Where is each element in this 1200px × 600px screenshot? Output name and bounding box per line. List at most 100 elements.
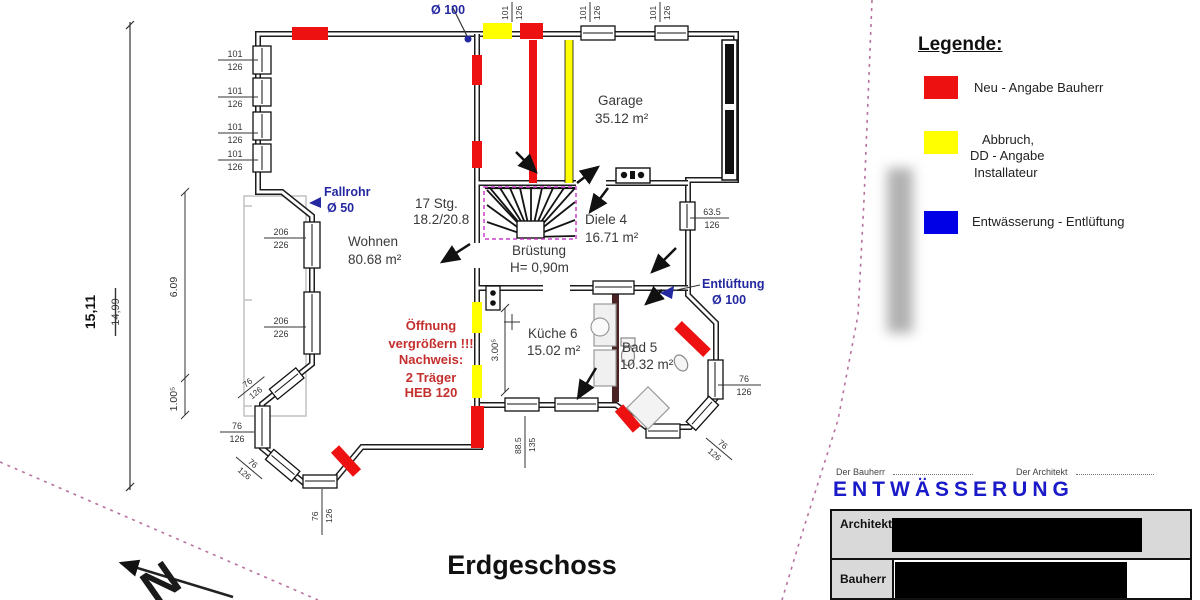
svg-text:Brüstung: Brüstung (512, 243, 566, 258)
stairs (483, 186, 577, 240)
meter-box-icon (615, 167, 651, 184)
legend-swatch-red (924, 76, 958, 99)
svg-text:126: 126 (514, 6, 524, 20)
dim-1-00: 1.00⁵ (168, 387, 180, 412)
signature-line (1075, 466, 1154, 475)
svg-text:76: 76 (241, 376, 255, 390)
window (580, 25, 616, 41)
svg-text:76: 76 (739, 374, 749, 384)
dim-window-101-126-top: 101 126 (578, 2, 602, 22)
window (252, 111, 272, 141)
window (254, 405, 271, 449)
window (707, 359, 724, 400)
garage-door-icon (721, 39, 738, 181)
demolition-wall-edges (564, 40, 574, 183)
svg-text:126: 126 (592, 6, 602, 20)
dimension-chain-terrace (180, 187, 190, 420)
toilet-icon (620, 337, 636, 367)
dim-window-76-126-diagonal: 76 126 (705, 437, 733, 463)
svg-text:126: 126 (229, 434, 244, 444)
title-block: Architekt Bauherr (830, 509, 1192, 600)
room-label-bad: Bad 5 10.32 m² (620, 340, 674, 372)
title-block-row-architekt: Architekt (832, 511, 1190, 560)
legend-swatch-yellow (924, 131, 958, 154)
scan-smudge (887, 168, 913, 333)
svg-text:206: 206 (273, 227, 288, 237)
svg-text:63.5: 63.5 (703, 207, 721, 217)
legend-swatch-blue (924, 211, 958, 234)
window (645, 423, 681, 439)
svg-text:101: 101 (500, 6, 510, 20)
dim-total-old-struck: 14,99 (110, 288, 122, 336)
svg-text:18.2/20.8: 18.2/20.8 (413, 212, 469, 227)
svg-text:126: 126 (227, 99, 242, 109)
svg-text:101: 101 (648, 6, 658, 20)
room-label-wohnen: Wohnen 80.68 m² (348, 234, 402, 267)
window (679, 201, 696, 231)
signature-line (893, 466, 974, 475)
window (303, 291, 321, 355)
svg-text:101: 101 (227, 122, 242, 132)
dim-window-63-126: 63.5 126 (690, 207, 729, 230)
svg-text:Fallrohr: Fallrohr (324, 185, 371, 199)
dim-6-09: 6.09 (168, 277, 180, 298)
svg-text:76: 76 (716, 437, 730, 451)
svg-text:101: 101 (227, 86, 242, 96)
svg-text:126: 126 (704, 220, 719, 230)
legend-label-red: Neu - Angabe Bauherr (974, 80, 1104, 95)
window (685, 395, 720, 432)
dimension-chain-total (125, 20, 135, 492)
north-letter: N (132, 552, 191, 600)
property-boundary-lines (0, 0, 873, 600)
legend: Legende: Neu - Angabe Bauherr Abbruch, D… (918, 34, 1178, 234)
legend-label-blue: Entwässerung - Entlüftung (972, 214, 1125, 229)
svg-text:1.00⁵: 1.00⁵ (168, 387, 180, 412)
vent-top-annotation: Ø 100 (431, 3, 472, 43)
svg-text:Ø 100: Ø 100 (712, 293, 746, 307)
window (592, 280, 635, 295)
entlueftung-arrow-icon (660, 286, 674, 299)
svg-text:Wohnen: Wohnen (348, 234, 398, 249)
dim-window-76-126-diagonal: 76 126 (235, 456, 263, 482)
svg-text:H= 0,90m: H= 0,90m (510, 260, 569, 275)
dim-window-101-126: 101 126 (218, 149, 258, 172)
signature-architekt: Der Architekt (1016, 466, 1154, 477)
north-arrow: N (118, 552, 234, 600)
fallrohr-annotation: Fallrohr Ø 50 (309, 185, 371, 215)
opening-note-red: Öffnung vergrößern !!! Nachweis: 2 Träge… (388, 318, 473, 400)
svg-text:126: 126 (227, 162, 242, 172)
legend-label-yellow-1: Abbruch, (982, 132, 1035, 147)
new-walls-red (292, 23, 543, 448)
window (504, 397, 540, 412)
svg-text:80.68 m²: 80.68 m² (348, 252, 402, 267)
svg-text:Öffnung: Öffnung (406, 318, 457, 333)
svg-text:126: 126 (324, 509, 334, 523)
svg-text:135: 135 (527, 438, 537, 452)
svg-text:2 Träger: 2 Träger (406, 370, 457, 385)
room-label-garage: Garage 35.12 m² (595, 93, 649, 126)
svg-text:Ø 100: Ø 100 (431, 3, 465, 17)
window (654, 25, 689, 41)
svg-text:Bad 5: Bad 5 (622, 340, 657, 355)
floor-title: Erdgeschoss (447, 550, 617, 580)
new-walls-red-diagonals (330, 321, 711, 477)
drawing-heading: ENTWÄSSERUNG (833, 478, 1074, 501)
window (268, 366, 305, 401)
dim-kitchen-3-00-label: 3.00⁵ (490, 339, 501, 361)
vent-point-icon (464, 35, 472, 43)
dim-window-101-126: 101 126 (218, 86, 258, 109)
svg-text:76: 76 (232, 421, 242, 431)
dim-window-101-126-top: 101 126 (500, 2, 524, 22)
kitchen-counter (590, 303, 617, 387)
dim-window-76-126: 76 126 (220, 421, 254, 444)
kitchen-stove-icon (485, 285, 520, 330)
svg-text:35.12 m²: 35.12 m² (595, 111, 649, 126)
interior-walls (474, 34, 688, 447)
signature-bauherr: Der Bauherr (836, 466, 974, 477)
parapet-label: Brüstung H= 0,90m (510, 243, 569, 275)
dim-window-101-126-top: 101 126 (648, 2, 672, 22)
svg-text:16.71 m²: 16.71 m² (585, 230, 639, 245)
dim-window-101-126: 101 126 (218, 122, 258, 145)
svg-text:76: 76 (246, 456, 260, 470)
